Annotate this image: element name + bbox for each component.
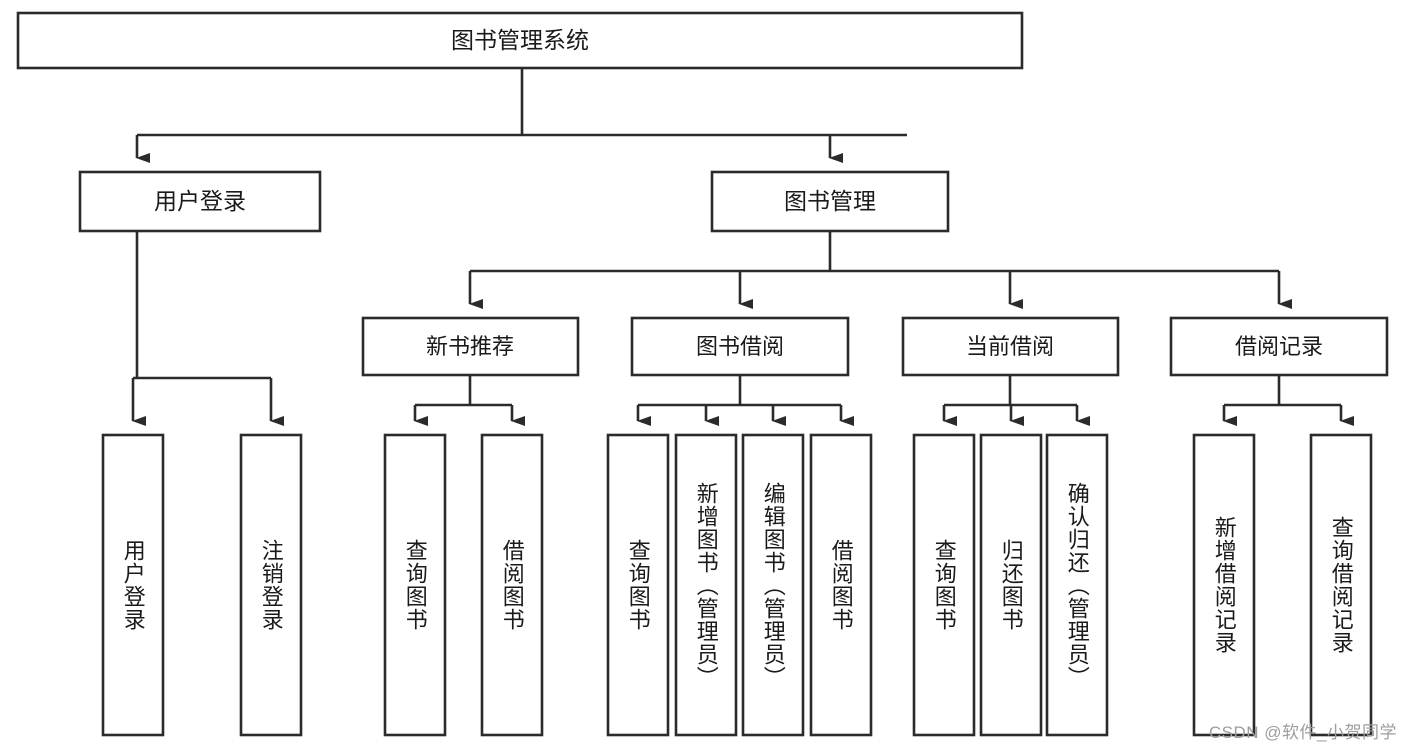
- leaf-box-borrow-edit[interactable]: [741, 433, 805, 737]
- node-user-login-label: 用户登录: [154, 188, 246, 214]
- leaf-box-record-query[interactable]: [1309, 433, 1373, 737]
- node-user-login[interactable]: [78, 170, 322, 233]
- node-root-system[interactable]: [16, 11, 1024, 70]
- connector-userlogin-to-leaves: [131, 231, 284, 426]
- connector-record-to-leaves: [1222, 375, 1354, 426]
- connector-root-to-level2: [135, 68, 907, 163]
- leaf-box-borrow-add[interactable]: [674, 433, 738, 737]
- leaf-box-record-add[interactable]: [1192, 433, 1256, 737]
- leaf-box-current-confirm[interactable]: [1045, 433, 1109, 737]
- leaf-box-current-return[interactable]: [979, 433, 1043, 737]
- node-borrow-record-label: 借阅记录: [1235, 334, 1323, 359]
- connector-borrow-to-leaves: [636, 375, 854, 426]
- connector-current-to-leaves: [942, 375, 1090, 426]
- node-book-borrow[interactable]: [630, 316, 850, 377]
- leaf-box-current-query[interactable]: [912, 433, 976, 737]
- node-new-book-recommend[interactable]: [361, 316, 580, 377]
- node-book-borrow-label: 图书借阅: [696, 334, 784, 359]
- connector-newbook-to-leaves: [413, 375, 525, 426]
- leaf-box-user-login[interactable]: [101, 433, 165, 737]
- leaf-box-borrow-query[interactable]: [606, 433, 670, 737]
- leaf-box-newbook-query[interactable]: [383, 433, 447, 737]
- node-book-management-label: 图书管理: [784, 188, 876, 214]
- leaf-box-borrow-lend[interactable]: [809, 433, 873, 737]
- leaf-box-user-logout[interactable]: [239, 433, 303, 737]
- connector-bookmgmt-to-level3: [468, 231, 1292, 309]
- leaf-box-newbook-borrow[interactable]: [480, 433, 544, 737]
- node-book-management[interactable]: [710, 170, 950, 233]
- node-new-book-recommend-label: 新书推荐: [426, 334, 514, 359]
- csdn-watermark: CSDN @软件_小贺同学: [1208, 723, 1397, 742]
- node-current-borrow-label: 当前借阅: [966, 334, 1054, 359]
- node-borrow-record[interactable]: [1169, 316, 1389, 377]
- node-root-system-label: 图书管理系统: [451, 27, 589, 53]
- node-current-borrow[interactable]: [901, 316, 1120, 377]
